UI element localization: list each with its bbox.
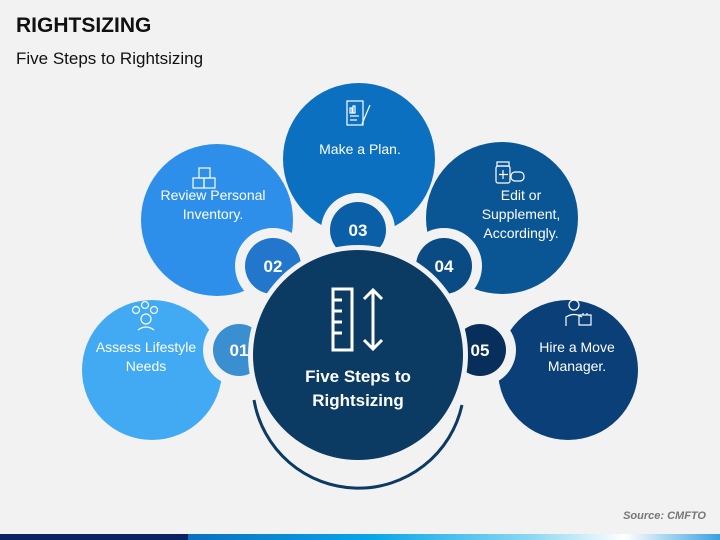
- step-04-number: 04: [435, 257, 454, 276]
- slide-subtitle: Five Steps to Rightsizing: [16, 49, 204, 68]
- step-05-number: 05: [471, 341, 490, 360]
- petal-01: [82, 300, 222, 440]
- center-title-line1: Five Steps to: [305, 367, 411, 386]
- ruler-height-icon: [331, 287, 384, 352]
- footer-bar-dark: [0, 534, 188, 540]
- step-03-label: Make a Plan.: [319, 141, 401, 157]
- step-03-badge: [330, 202, 386, 258]
- step-03-number: 03: [349, 221, 368, 240]
- manager-briefcase-icon: [565, 299, 592, 326]
- center-arc: [252, 399, 464, 490]
- footer-bar-gradient: [188, 534, 720, 540]
- step-01-number: 01: [230, 341, 249, 360]
- person-ideas-icon: [131, 300, 159, 331]
- petal-05: [498, 300, 638, 440]
- petal-03: [283, 83, 435, 235]
- source-note: Source: CMFTO: [623, 510, 706, 522]
- step-02-number: 02: [264, 257, 283, 276]
- medicine-bottle-icon: [495, 161, 525, 184]
- slide-title: RIGHTSIZING: [16, 14, 152, 37]
- center-title-line2: Rightsizing: [312, 391, 404, 410]
- plan-document-icon: [346, 100, 371, 126]
- boxes-icon: [192, 167, 216, 189]
- center-circle: [253, 250, 463, 460]
